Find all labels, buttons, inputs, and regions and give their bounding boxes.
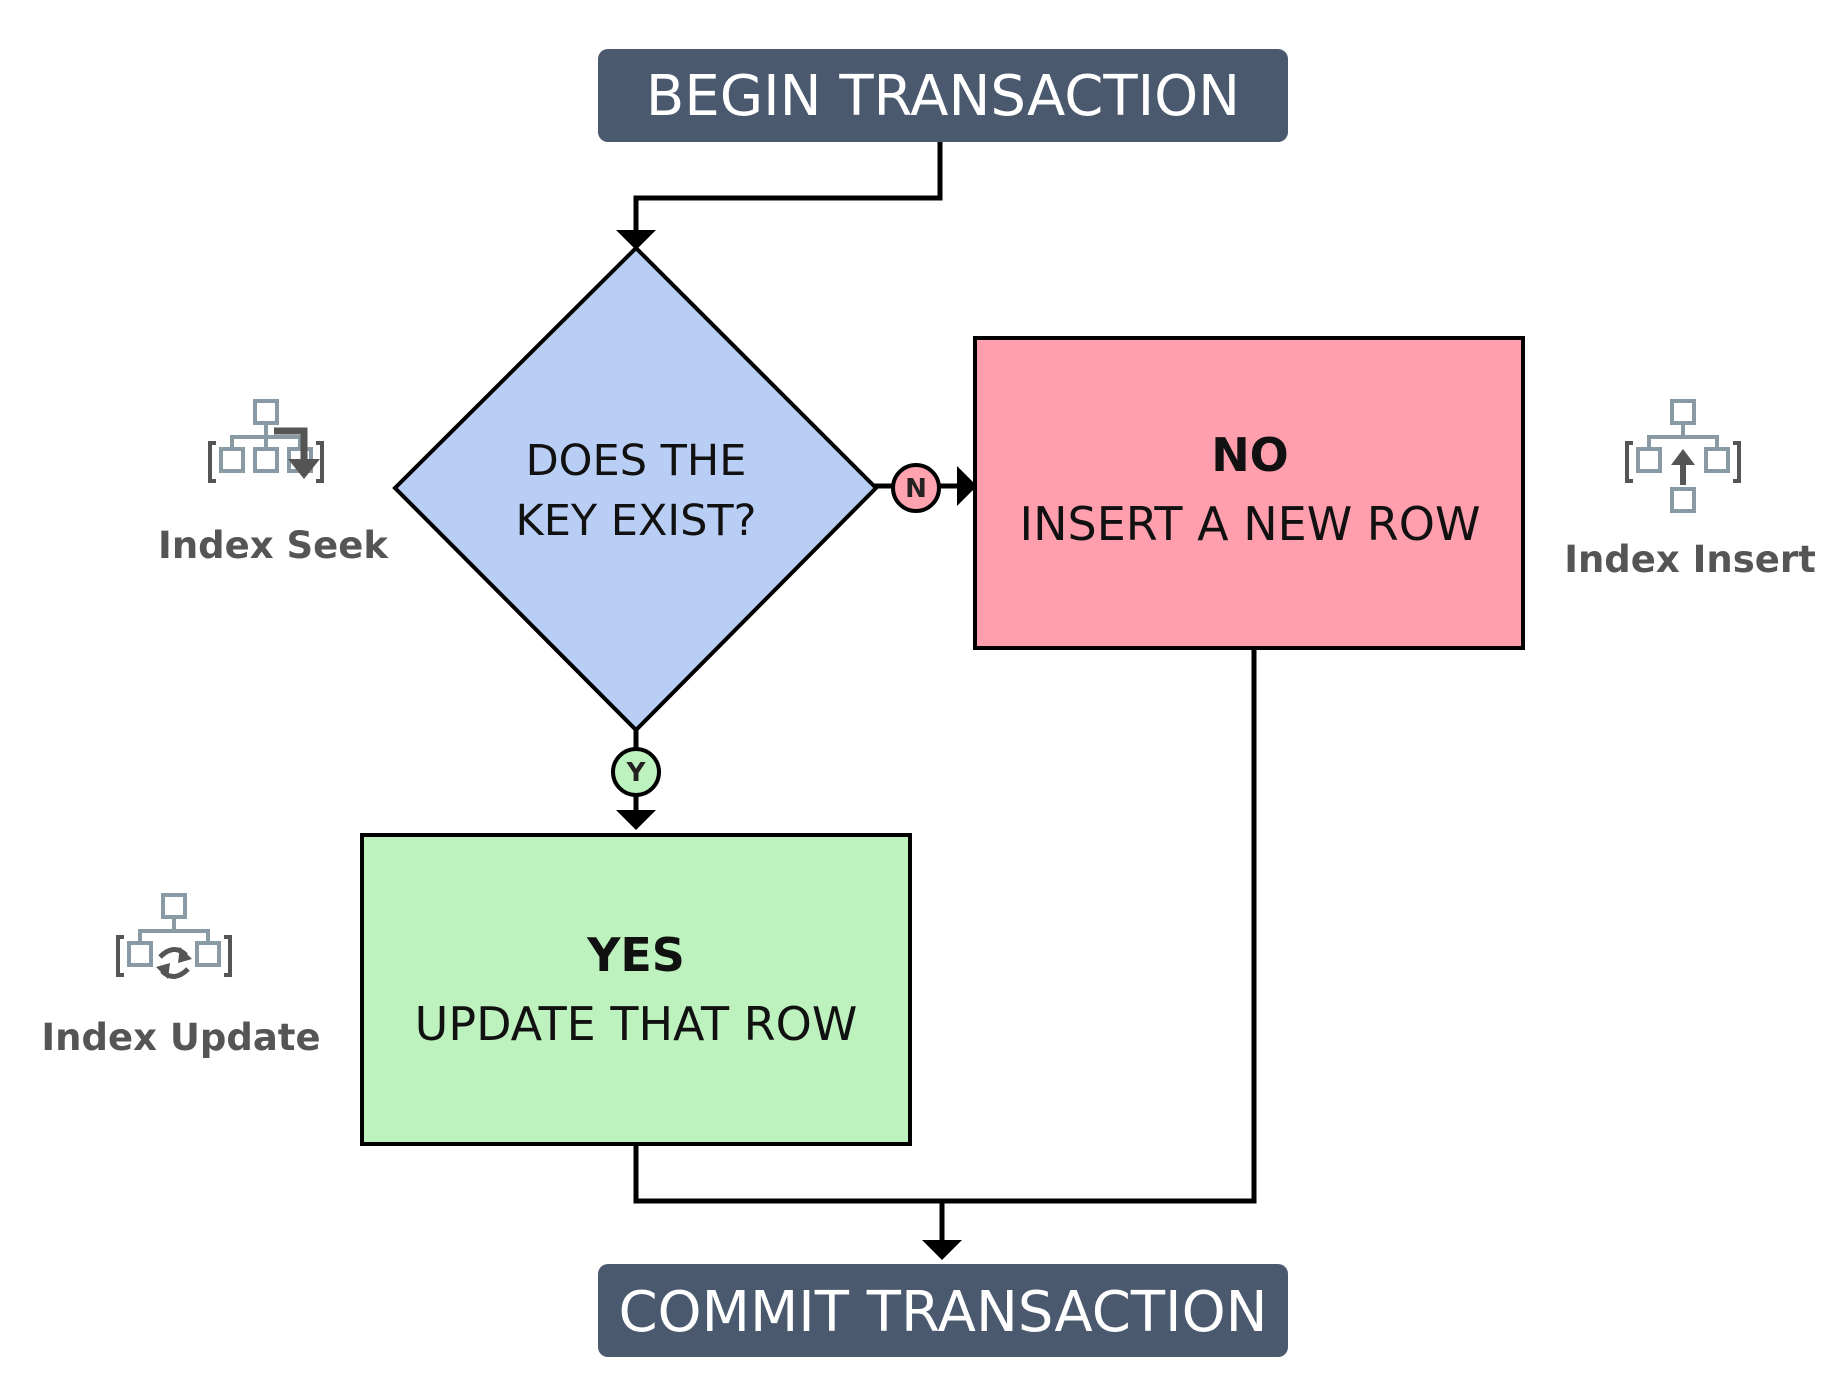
index-update-label: Index Update (41, 1016, 320, 1059)
index-insert-label: Index Insert (1564, 538, 1816, 581)
decision-line-2: KEY EXIST? (516, 496, 757, 546)
yes-update-node: YES UPDATE THAT ROW (360, 833, 912, 1146)
decision-line-1: DOES THE (526, 436, 747, 486)
connector-begin-to-decision (633, 142, 943, 233)
no-badge: N (891, 463, 941, 513)
arrowhead-commit (922, 1240, 962, 1260)
index-insert-icon (1625, 399, 1741, 513)
yes-badge-label: Y (626, 758, 647, 788)
yes-badge: Y (611, 747, 661, 797)
arrowhead-decision (616, 230, 656, 250)
yes-title: YES (586, 928, 685, 982)
index-update-icon (116, 893, 232, 979)
index-seek-icon (208, 399, 324, 483)
connector-yes-to-commit (633, 648, 1257, 1204)
yes-text: UPDATE THAT ROW (415, 997, 858, 1051)
no-badge-label: N (905, 474, 927, 504)
no-text: INSERT A NEW ROW (1020, 497, 1481, 551)
decision-node: DOES THE KEY EXIST? (392, 245, 879, 733)
begin-transaction-label: BEGIN TRANSACTION (646, 64, 1240, 129)
arrowhead-yes (616, 810, 656, 830)
commit-transaction-node: COMMIT TRANSACTION (598, 1264, 1288, 1357)
arrowhead-no (957, 466, 977, 506)
begin-transaction-node: BEGIN TRANSACTION (598, 49, 1288, 142)
index-seek-label: Index Seek (158, 524, 389, 567)
no-insert-node: NO INSERT A NEW ROW (973, 336, 1525, 650)
no-title: NO (1211, 428, 1289, 482)
commit-transaction-label: COMMIT TRANSACTION (618, 1280, 1267, 1345)
